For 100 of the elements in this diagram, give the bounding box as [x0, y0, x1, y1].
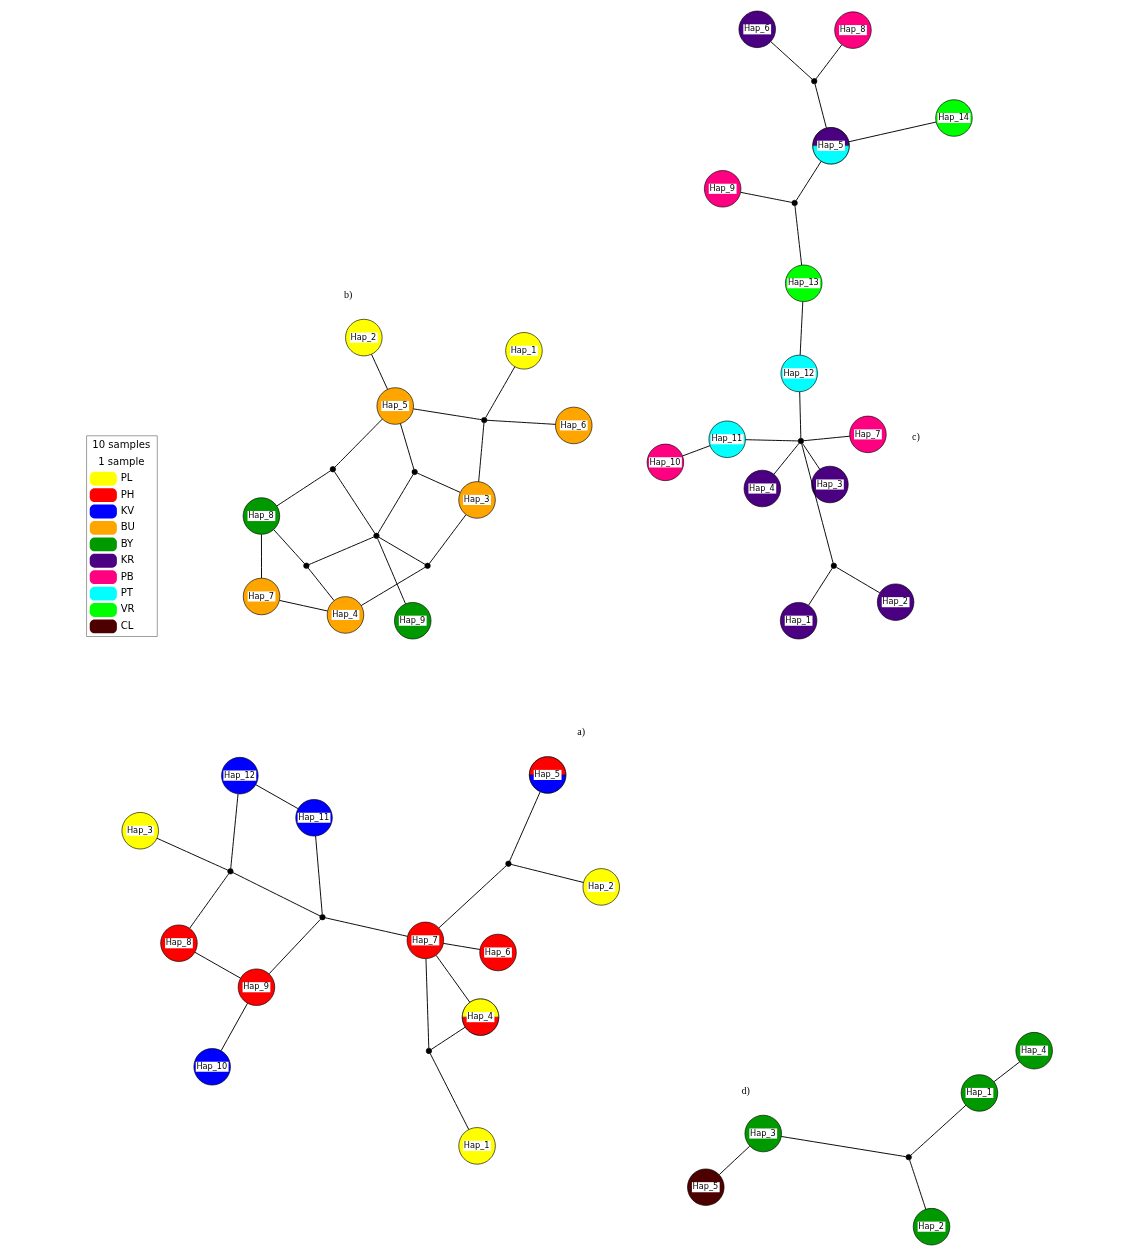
node-circle: Hap_1: [505, 332, 543, 370]
connector: [429, 1053, 470, 1130]
node-circle: Hap_2: [912, 1208, 951, 1246]
connector: [799, 301, 804, 356]
connector: [794, 205, 803, 266]
connector: [430, 1026, 466, 1050]
node-circle: [303, 562, 310, 569]
connector: [486, 419, 556, 425]
connector: [808, 567, 833, 606]
node-circle: Hap_6: [555, 406, 593, 445]
connector: [416, 472, 461, 493]
connector: [438, 865, 507, 929]
connector: [230, 793, 239, 870]
connector: [770, 41, 813, 80]
label: d): [741, 1084, 750, 1096]
connector: [428, 514, 467, 565]
node-circle: Hap_7: [849, 415, 887, 453]
node-circle: Hap_2: [582, 868, 620, 906]
connector: [910, 1104, 967, 1156]
node-circle: [319, 914, 326, 921]
node-circle: Hap_9: [704, 170, 742, 208]
node-circle: Hap_4: [326, 596, 365, 634]
node-circle: Hap_8: [834, 11, 872, 49]
legend-label: CL: [120, 619, 134, 631]
node-circle: [830, 562, 837, 569]
connector: [273, 529, 305, 565]
node-circle: Hap_1: [458, 1127, 496, 1165]
node-circle: Hap_3: [121, 812, 159, 850]
node-circle: [905, 1154, 912, 1161]
node-circle: [481, 417, 488, 424]
node-circle: Hap_5: [376, 387, 414, 425]
connector: [478, 422, 485, 483]
connector: [848, 121, 937, 143]
connector: [510, 863, 584, 883]
node-circle: [373, 532, 380, 539]
connector: [803, 435, 851, 442]
connector: [255, 784, 299, 810]
node-circle: [227, 868, 234, 875]
node-circle: [811, 78, 818, 85]
connector: [740, 191, 793, 203]
connector: [435, 954, 471, 1003]
connector: [773, 442, 800, 475]
connector: [268, 918, 322, 975]
node-circle: Hap_2: [877, 583, 915, 621]
legend-label: KV: [120, 504, 135, 516]
node-circle: Hap_3: [458, 481, 496, 519]
node-circle: Hap_2: [345, 318, 383, 357]
connector: [377, 473, 414, 534]
connector: [377, 538, 406, 605]
connector: [279, 599, 328, 612]
node-circle: [425, 1047, 432, 1054]
node-circle: Hap_6: [479, 933, 517, 972]
node-circle: Hap_1: [960, 1074, 999, 1112]
node-circle: [505, 860, 512, 867]
legend-label: PH: [120, 488, 135, 500]
legend-label: BU: [120, 521, 135, 533]
node-circle: [411, 468, 418, 475]
connector: [443, 942, 481, 950]
connector: [836, 566, 881, 594]
connector: [780, 1136, 907, 1158]
connector: [682, 445, 711, 457]
node-circle: Hap_1: [780, 602, 818, 640]
connector: [232, 872, 321, 917]
node-circle: Hap_8: [242, 497, 281, 535]
connector: [802, 442, 821, 470]
connector: [745, 439, 799, 442]
node-circle: [424, 562, 431, 569]
connector: [194, 951, 241, 979]
node-circle: [797, 437, 804, 445]
connector: [307, 567, 335, 601]
node-circle: [329, 466, 336, 473]
connector: [801, 443, 834, 564]
connector: [260, 534, 262, 579]
legend-label: VR: [120, 603, 135, 615]
connector: [378, 536, 426, 565]
legend-label: PT: [120, 586, 133, 598]
label: 1 sample: [98, 455, 145, 467]
connector: [814, 83, 827, 129]
node-circle: Hap_5: [687, 1168, 725, 1206]
connector: [718, 1145, 751, 1175]
node-circle: [791, 199, 798, 206]
connector: [485, 366, 516, 419]
connector: [909, 1159, 927, 1210]
legend-label: PB: [120, 570, 134, 582]
label: a): [577, 726, 586, 738]
connector: [220, 1002, 248, 1052]
connector: [371, 353, 388, 390]
connector: [156, 837, 229, 871]
node-circle: Hap_7: [242, 577, 281, 616]
connector: [334, 471, 376, 534]
node-circle: Hap_7: [406, 921, 444, 959]
label: 10 samples: [92, 439, 151, 451]
node-circle: Hap_6: [738, 10, 776, 48]
legend-label: BY: [120, 537, 134, 549]
legend-label: PL: [120, 472, 133, 484]
connector: [324, 917, 408, 937]
connector: [815, 44, 843, 80]
connector: [993, 1061, 1021, 1083]
connector: [308, 536, 375, 566]
node-circle: Hap_3: [744, 1114, 782, 1153]
